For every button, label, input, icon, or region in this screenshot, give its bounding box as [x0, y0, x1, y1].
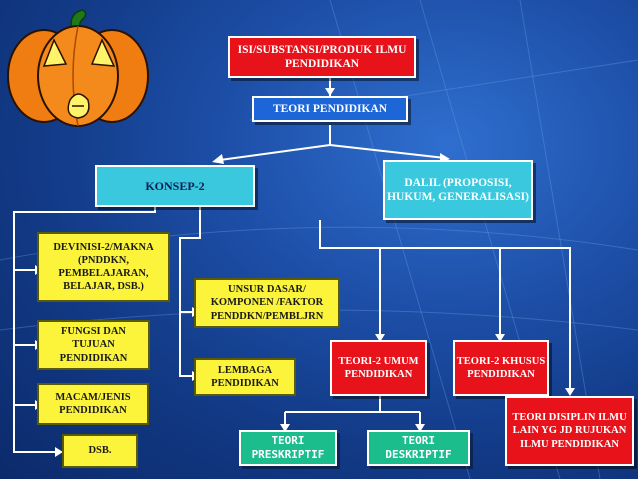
node-unsur-dasar-label: UNSUR DASAR/ KOMPONEN /FAKTOR PENDDKN/PE…: [210, 284, 324, 322]
node-isi-label: ISI/SUBSTANSI/PRODUK ILMU PENDIDIKAN: [237, 43, 407, 70]
node-teori-pendidikan: TEORI PENDIDIKAN: [252, 96, 408, 122]
node-fungsi-tujuan-label: FUNGSI DAN TUJUAN PENDIDIKAN: [59, 326, 128, 364]
node-teori-deskriptif: TEORI DESKRIPTIF: [367, 430, 470, 466]
node-devinisi: DEVINISI-2/MAKNA (PNDDKN, PEMBELAJARAN, …: [37, 232, 170, 302]
node-macam-jenis-label: MACAM/JENIS PENDIDIKAN: [55, 391, 131, 416]
node-teori-preskriptif-label: TEORI PRESKRIPTIF: [251, 434, 325, 461]
node-teori-khusus-label: TEORI-2 KHUSUS PENDIDIKAN: [456, 355, 546, 380]
node-teori-khusus: TEORI-2 KHUSUS PENDIDIKAN: [453, 340, 549, 396]
pumpkin-icon: [7, 9, 149, 127]
node-teori-pendidikan-label: TEORI PENDIDIKAN: [272, 102, 388, 115]
node-macam-jenis: MACAM/JENIS PENDIDIKAN: [37, 383, 149, 425]
node-teori-umum: TEORI-2 UMUM PENDIDIKAN: [330, 340, 427, 396]
node-dalil-label: DALIL (PROPOSISI, HUKUM, GENERALISASI): [387, 176, 529, 203]
node-isi-substansi: ISI/SUBSTANSI/PRODUK ILMU PENDIDIKAN: [228, 36, 416, 78]
node-dsb: DSB.: [62, 434, 138, 468]
node-devinisi-label: DEVINISI-2/MAKNA (PNDDKN, PEMBELAJARAN, …: [53, 241, 154, 293]
node-teori-disiplin-label: TEORI DISIPLIN ILMU LAIN YG JD RUJUKAN I…: [512, 412, 627, 450]
node-konsep-label: KONSEP-2: [145, 178, 205, 193]
node-teori-preskriptif: TEORI PRESKRIPTIF: [239, 430, 337, 466]
node-unsur-dasar: UNSUR DASAR/ KOMPONEN /FAKTOR PENDDKN/PE…: [194, 278, 340, 328]
node-teori-deskriptif-label: TEORI DESKRIPTIF: [385, 434, 452, 461]
node-lembaga: LEMBAGA PENDIDIKAN: [194, 358, 296, 396]
node-teori-disiplin: TEORI DISIPLIN ILMU LAIN YG JD RUJUKAN I…: [505, 396, 634, 466]
node-konsep: KONSEP-2: [95, 165, 255, 207]
node-teori-umum-label: TEORI-2 UMUM PENDIDIKAN: [338, 355, 419, 380]
node-fungsi-tujuan: FUNGSI DAN TUJUAN PENDIDIKAN: [37, 320, 150, 370]
node-lembaga-label: LEMBAGA PENDIDIKAN: [211, 364, 279, 389]
node-dalil: DALIL (PROPOSISI, HUKUM, GENERALISASI): [383, 160, 533, 220]
node-dsb-label: DSB.: [88, 445, 112, 457]
